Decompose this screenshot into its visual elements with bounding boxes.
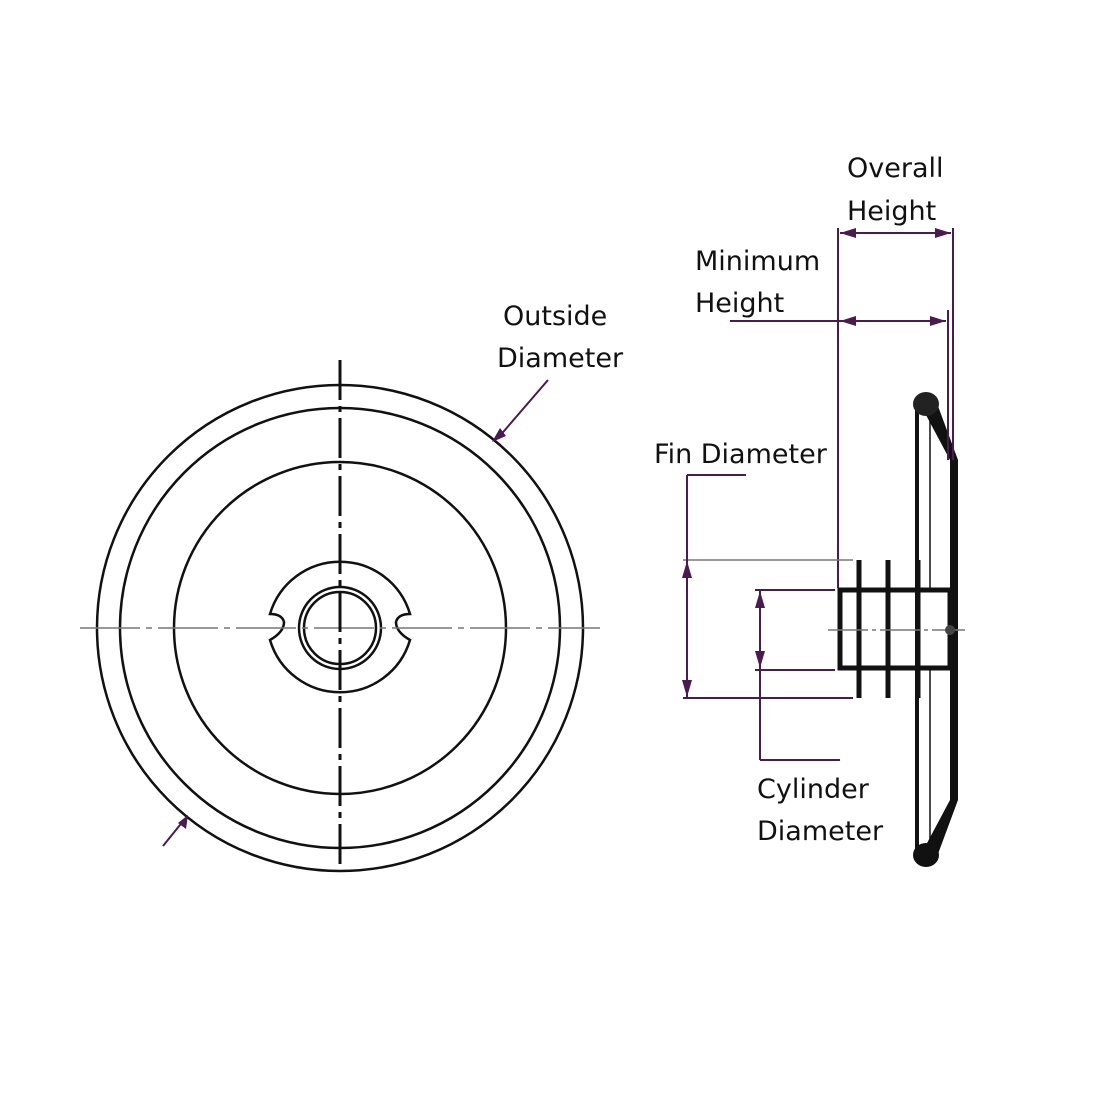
arrowhead [840,228,856,238]
rim-edge-top [913,392,939,416]
minimum-height-label-line2: Height [695,288,784,319]
arrowhead [840,316,856,326]
outside-diameter-label-line2: Diameter [497,343,624,374]
rim-edge-bottom [913,843,939,867]
cylinder-diameter-label-line1: Cylinder [757,774,870,805]
center-mark [945,625,955,635]
hub-notched-outline [268,560,412,694]
arrowhead [930,316,946,326]
overall-height-label-line2: Height [847,196,936,227]
minimum-height-label-line1: Minimum [695,246,820,277]
outside-diameter-label-line1: Outside [503,301,607,332]
fin-diameter-label: Fin Diameter [654,439,828,470]
arrowhead [935,228,951,238]
outside-diameter-leader [497,379,549,439]
front-view [80,360,600,873]
arrowhead [492,428,506,442]
arrowhead [755,651,765,668]
cylinder-diameter-label-line2: Diameter [757,816,884,847]
side-view [828,392,965,867]
arrowhead [755,591,765,608]
arrowhead [682,680,692,697]
arrowhead [682,561,692,578]
arrowhead [178,815,188,829]
overall-height-label-line1: Overall [847,153,944,184]
dimensions [682,228,954,761]
